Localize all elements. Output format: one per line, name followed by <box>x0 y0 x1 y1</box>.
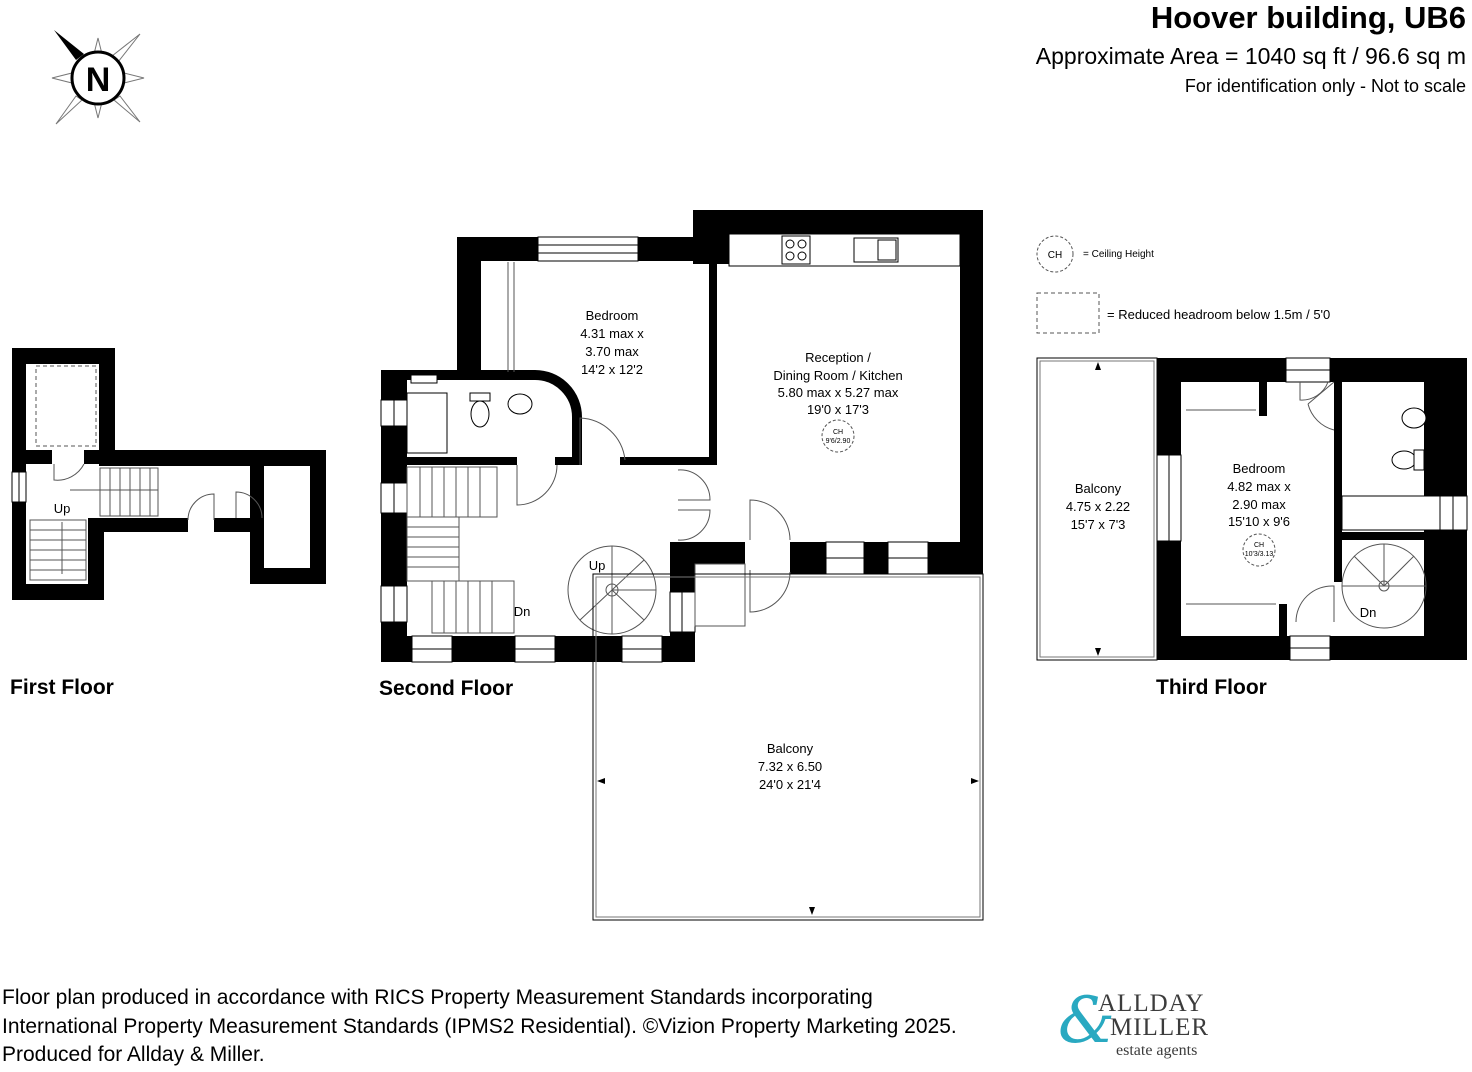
approximate-area: Approximate Area = 1040 sq ft / 96.6 sq … <box>1035 43 1466 69</box>
scale-note: For identification only - Not to scale <box>1184 76 1466 96</box>
second-floor-label: Second Floor <box>379 677 514 700</box>
second-floor-plan: Bedroom 4.31 max x 3.70 max 14'2 x 12'2 … <box>380 210 984 921</box>
third-bedroom-ch: CH <box>1254 542 1264 549</box>
third-bedroom-dim2: 2.90 max <box>1232 497 1286 512</box>
second-bedroom-dim2: 3.70 max <box>585 344 639 359</box>
third-bedroom-dim3: 15'10 x 9'6 <box>1228 514 1290 529</box>
second-bedroom-name: Bedroom <box>586 308 639 323</box>
compass-icon: N <box>51 30 145 125</box>
reception-ch-value: 9'6/2.90 <box>826 438 851 445</box>
second-bedroom-dim3: 14'2 x 12'2 <box>581 362 643 377</box>
second-bedroom-dim1: 4.31 max x <box>580 326 644 341</box>
legend-ch-symbol: CH <box>1048 250 1062 261</box>
logo-estate-agents: estate agents <box>1116 1042 1198 1059</box>
page-title: Hoover building, UB6 <box>1150 0 1466 35</box>
footer-line-2: International Property Measurement Stand… <box>2 1014 957 1038</box>
third-balcony-name: Balcony <box>1075 481 1122 496</box>
third-balcony-dim1: 4.75 x 2.22 <box>1066 499 1130 514</box>
reception-dim2: 5.80 max x 5.27 max <box>778 385 899 400</box>
compass-letter: N <box>86 61 111 99</box>
footer-note: Floor plan produced in accordance with R… <box>2 984 957 1070</box>
second-balcony-name: Balcony <box>767 741 814 756</box>
reception-ch: CH <box>833 429 843 436</box>
logo-allday: ALLDAY <box>1098 990 1205 1017</box>
reception-name: Reception / <box>805 350 871 365</box>
reception-dim1: Dining Room / Kitchen <box>773 368 902 383</box>
logo-miller: MILLER <box>1110 1014 1210 1041</box>
third-bedroom-ch-value: 10'3/3.13 <box>1245 551 1274 558</box>
first-floor-plan: Up <box>11 348 326 600</box>
second-balcony-dim1: 7.32 x 6.50 <box>758 759 822 774</box>
third-floor-label: Third Floor <box>1156 676 1267 699</box>
footer-line-1: Floor plan produced in accordance with R… <box>2 986 873 1009</box>
first-floor-up-label: Up <box>54 501 71 516</box>
third-bedroom-dim1: 4.82 max x <box>1227 479 1291 494</box>
third-bedroom-name: Bedroom <box>1233 461 1286 476</box>
legend: CH = Ceiling Height = Reduced headroom b… <box>1036 235 1330 334</box>
first-floor-label: First Floor <box>10 676 114 699</box>
footer-line-3: Produced for Allday & Miller. <box>2 1043 265 1066</box>
third-balcony-dim2: 15'7 x 7'3 <box>1071 517 1126 532</box>
second-dn-label: Dn <box>514 604 531 619</box>
third-dn-label: Dn <box>1360 605 1377 620</box>
third-floor-plan: Bedroom 4.82 max x 2.90 max 15'10 x 9'6 … <box>1036 357 1468 661</box>
legend-ch-text: = Ceiling Height <box>1083 249 1154 260</box>
reception-dim3: 19'0 x 17'3 <box>807 402 869 417</box>
second-up-label: Up <box>589 558 606 573</box>
logo-ampersand: & <box>1058 984 1115 1058</box>
legend-reduced-text: = Reduced headroom below 1.5m / 5'0 <box>1107 307 1330 322</box>
allday-miller-logo: & ALLDAY MILLER estate agents <box>1058 984 1258 1060</box>
second-balcony-dim2: 24'0 x 21'4 <box>759 777 821 792</box>
